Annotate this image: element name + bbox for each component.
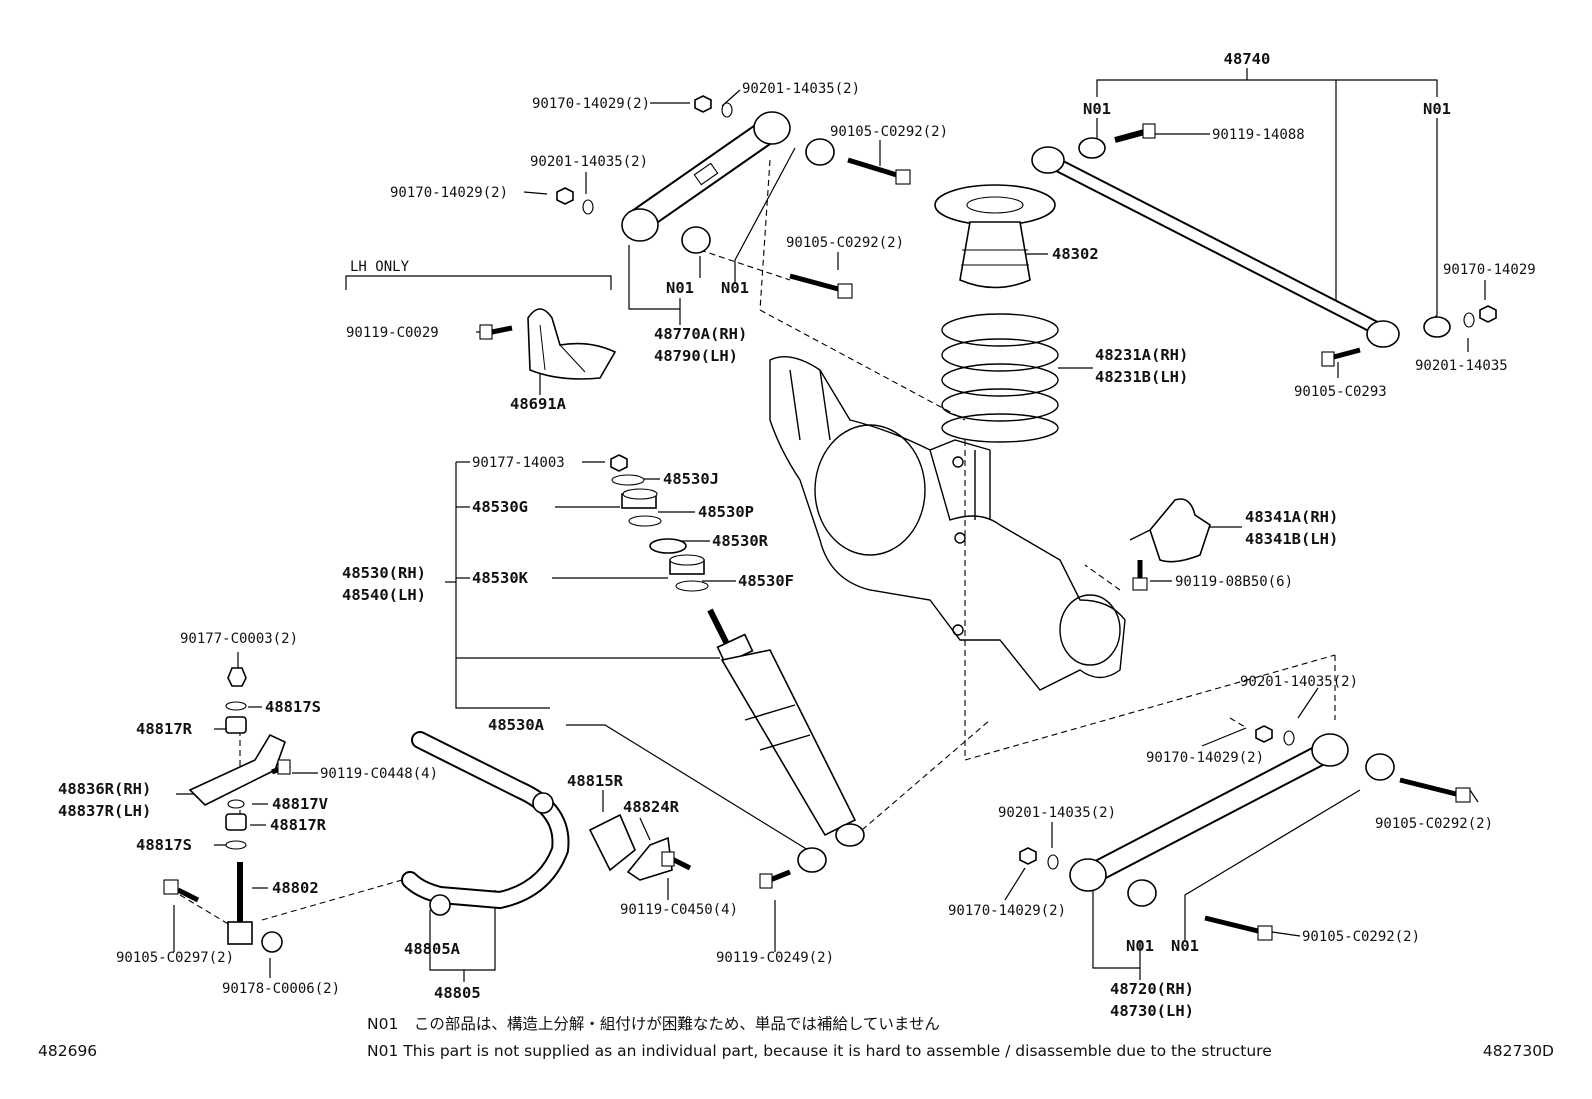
label-n01-e: N01 xyxy=(1126,937,1154,955)
label-48836R: 48836R(RH) xyxy=(58,780,151,798)
leader-lines xyxy=(173,68,1486,982)
label-90105-C0292-2b: 90105-C0292(2) xyxy=(786,235,904,251)
label-48730: 48730(LH) xyxy=(1110,1002,1194,1020)
bracket-48341A xyxy=(1129,498,1211,591)
label-90170-14029-2d: 90170-14029(2) xyxy=(948,903,1066,919)
label-90119-14088: 90119-14088 xyxy=(1212,127,1305,143)
diagram-code-left: 482696 xyxy=(38,1042,97,1060)
footnotes: N01 この部品は、構造上分解・組付けが困難なため、単品では補給していません N… xyxy=(38,1015,1554,1060)
label-48790: 48790(LH) xyxy=(654,347,738,365)
label-48231B: 48231B(LH) xyxy=(1095,368,1188,386)
label-90170-14029-2a: 90170-14029(2) xyxy=(532,96,650,112)
label-48740: 48740 xyxy=(1224,50,1271,68)
label-90201-14035-2d: 90201-14035(2) xyxy=(998,805,1116,821)
label-48302: 48302 xyxy=(1052,245,1099,263)
label-48530-rh: 48530(RH) xyxy=(342,564,426,582)
label-48802: 48802 xyxy=(272,879,319,897)
label-48824R: 48824R xyxy=(623,798,680,816)
cover-48691A xyxy=(479,308,617,380)
label-48231A: 48231A(RH) xyxy=(1095,346,1188,364)
label-90201-14035-right: 90201-14035 xyxy=(1415,358,1508,374)
label-n01-a: N01 xyxy=(1083,100,1111,118)
label-48530K: 48530K xyxy=(472,569,529,587)
label-48770A: 48770A(RH) xyxy=(654,325,747,343)
label-48530J: 48530J xyxy=(663,470,719,488)
label-90119-C0249: 90119-C0249(2) xyxy=(716,950,834,966)
bolt-90105-C0293 xyxy=(1321,347,1361,367)
label-48341B: 48341B(LH) xyxy=(1245,530,1338,548)
label-48530R: 48530R xyxy=(712,532,769,550)
label-48817S-a: 48817S xyxy=(265,698,321,716)
label-48805: 48805 xyxy=(434,984,481,1002)
label-48837R: 48837R(LH) xyxy=(58,802,151,820)
nut-washer-right-top xyxy=(1463,305,1497,328)
label-48530F: 48530F xyxy=(738,572,794,590)
label-48815R: 48815R xyxy=(567,772,624,790)
bumper-48302 xyxy=(934,184,1056,289)
label-48817R-a: 48817R xyxy=(136,720,193,738)
label-lh-only: LH ONLY xyxy=(350,259,410,275)
label-90170-14029-2c: 90170-14029(2) xyxy=(1146,750,1264,766)
bolt-90119-14088 xyxy=(1114,123,1156,143)
label-90170-14029-2b: 90170-14029(2) xyxy=(390,185,508,201)
label-n01-f: N01 xyxy=(1171,937,1199,955)
lateral-control-rod-48740 xyxy=(1031,137,1451,348)
label-90177-14003: 90177-14003 xyxy=(472,455,565,471)
label-90119-C0448: 90119-C0448(4) xyxy=(320,766,438,782)
axle-housing xyxy=(769,356,1126,691)
label-90105-C0293: 90105-C0293 xyxy=(1294,384,1387,400)
label-90177-C0003: 90177-C0003(2) xyxy=(180,631,298,647)
label-90178-C0006: 90178-C0006(2) xyxy=(222,981,340,997)
label-90105-C0292-2a: 90105-C0292(2) xyxy=(830,124,948,140)
label-90119-C0029: 90119-C0029 xyxy=(346,325,439,341)
label-n01-d: N01 xyxy=(721,279,749,297)
upper-arm-hardware xyxy=(556,95,911,299)
label-90170-14029-right: 90170-14029 xyxy=(1443,262,1536,278)
label-48530A: 48530A xyxy=(488,716,545,734)
label-48720: 48720(RH) xyxy=(1110,980,1194,998)
label-48817S-b: 48817S xyxy=(136,836,192,854)
label-90201-14035-2b: 90201-14035(2) xyxy=(530,154,648,170)
upper-control-arm-48770A xyxy=(621,111,835,254)
label-90201-14035-2a: 90201-14035(2) xyxy=(742,81,860,97)
label-48530G: 48530G xyxy=(472,498,528,516)
stabilizer-bar-48805 xyxy=(401,731,692,916)
label-48530P: 48530P xyxy=(698,503,754,521)
label-90119-C0450: 90119-C0450(4) xyxy=(620,902,738,918)
note-english: N01 This part is not supplied as an indi… xyxy=(367,1042,1272,1060)
lower-control-arm-48720 xyxy=(1019,725,1471,941)
label-90105-C0297: 90105-C0297(2) xyxy=(116,950,234,966)
shock-absorber-48530 xyxy=(610,454,865,889)
label-48817V: 48817V xyxy=(272,795,328,813)
coil-spring-48231A xyxy=(941,313,1059,443)
label-n01-b: N01 xyxy=(1423,100,1451,118)
label-90201-14035-2c: 90201-14035(2) xyxy=(1240,674,1358,690)
label-48341A: 48341A(RH) xyxy=(1245,508,1338,526)
part-labels: 48740 N01 N01 90119-14088 90170-14029 90… xyxy=(58,50,1536,1020)
stabilizer-link-48802 xyxy=(163,667,291,953)
label-n01-c: N01 xyxy=(666,279,694,297)
label-48805A: 48805A xyxy=(404,940,461,958)
label-48691A: 48691A xyxy=(510,395,567,413)
label-48540-lh: 48540(LH) xyxy=(342,586,426,604)
label-90105-C0292-2d: 90105-C0292(2) xyxy=(1302,929,1420,945)
label-90105-C0292-2c: 90105-C0292(2) xyxy=(1375,816,1493,832)
diagram-code-right: 482730D xyxy=(1483,1042,1554,1060)
label-90119-08B50: 90119-08B50(6) xyxy=(1175,574,1293,590)
note-japanese: N01 この部品は、構造上分解・組付けが困難なため、単品では補給していません xyxy=(367,1015,940,1033)
label-48817R-b: 48817R xyxy=(270,816,327,834)
